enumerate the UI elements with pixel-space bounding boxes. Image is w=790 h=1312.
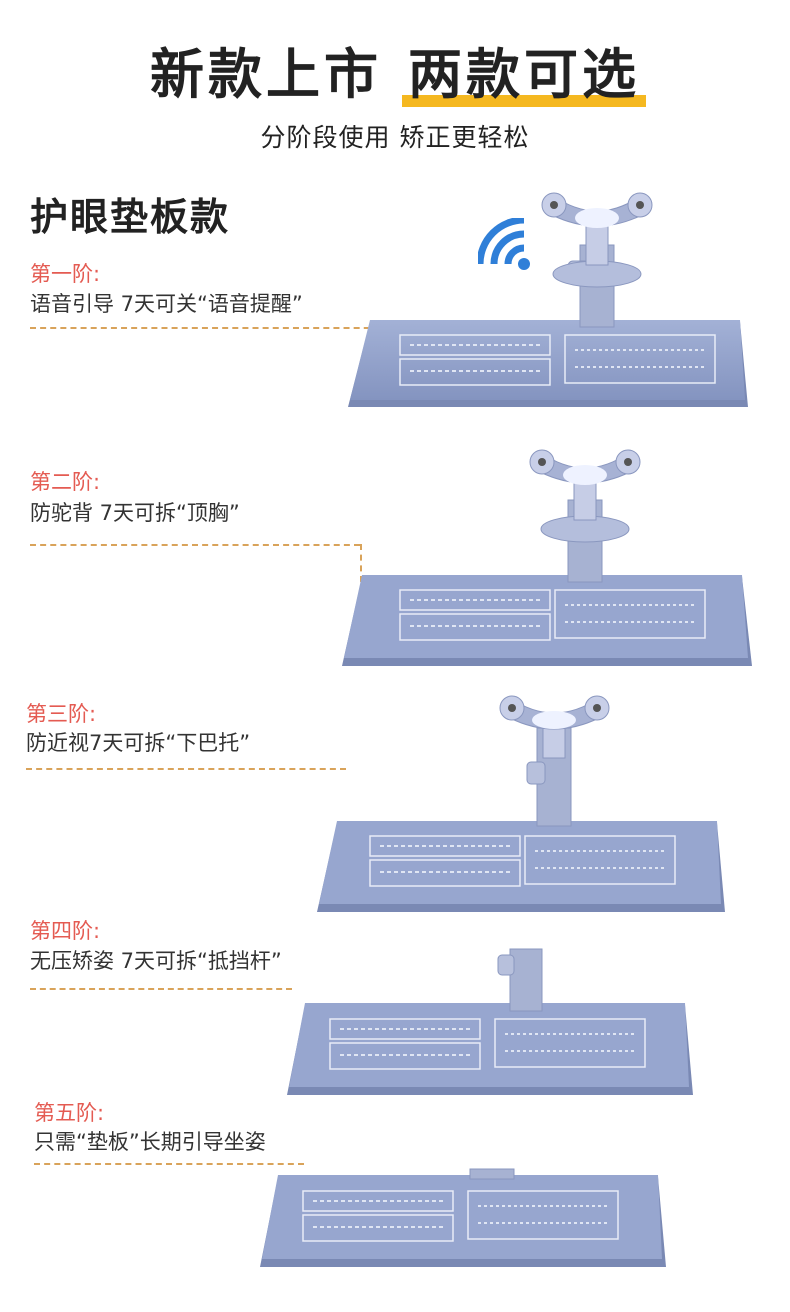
stage-5-label: 第五阶:	[34, 1101, 105, 1125]
stage-5-product	[260, 1168, 666, 1267]
subheadline: 分阶段使用 矫正更轻松	[260, 123, 530, 152]
headline: 新款上市两款可选	[0, 30, 790, 109]
stage-4-product	[287, 948, 693, 1095]
stage-2-divider	[30, 544, 360, 546]
stage-3-desc: 防近视7天可拆“下巴托”	[26, 731, 251, 755]
stage-1-desc: 语音引导 7天可关“语音提醒”	[30, 292, 303, 316]
stage-4-label: 第四阶:	[30, 919, 101, 943]
section-title: 护眼垫板款	[30, 195, 231, 239]
stage-2-product	[342, 449, 752, 666]
stage-1-product	[348, 192, 748, 407]
stage-3-label: 第三阶:	[26, 702, 97, 726]
stage-5-desc: 只需“垫板”长期引导坐姿	[34, 1130, 266, 1154]
stage-2-divider-vertical	[360, 544, 362, 614]
stage-2-label: 第二阶:	[30, 470, 101, 494]
stage-3-product	[317, 695, 725, 912]
stage-4-desc: 无压矫姿 7天可拆“抵挡杆”	[30, 949, 282, 973]
stage-3-divider	[26, 768, 346, 770]
stage-1-divider	[30, 327, 390, 329]
stage-5-divider	[34, 1163, 304, 1165]
headline-part2: 两款可选	[402, 30, 646, 109]
stage-4-divider	[30, 988, 292, 990]
wifi-icon	[478, 218, 530, 270]
stage-1-label: 第一阶:	[30, 262, 101, 286]
headline-part1: 新款上市	[150, 43, 382, 106]
stage-2-desc: 防驼背 7天可拆“顶胸”	[30, 501, 240, 525]
